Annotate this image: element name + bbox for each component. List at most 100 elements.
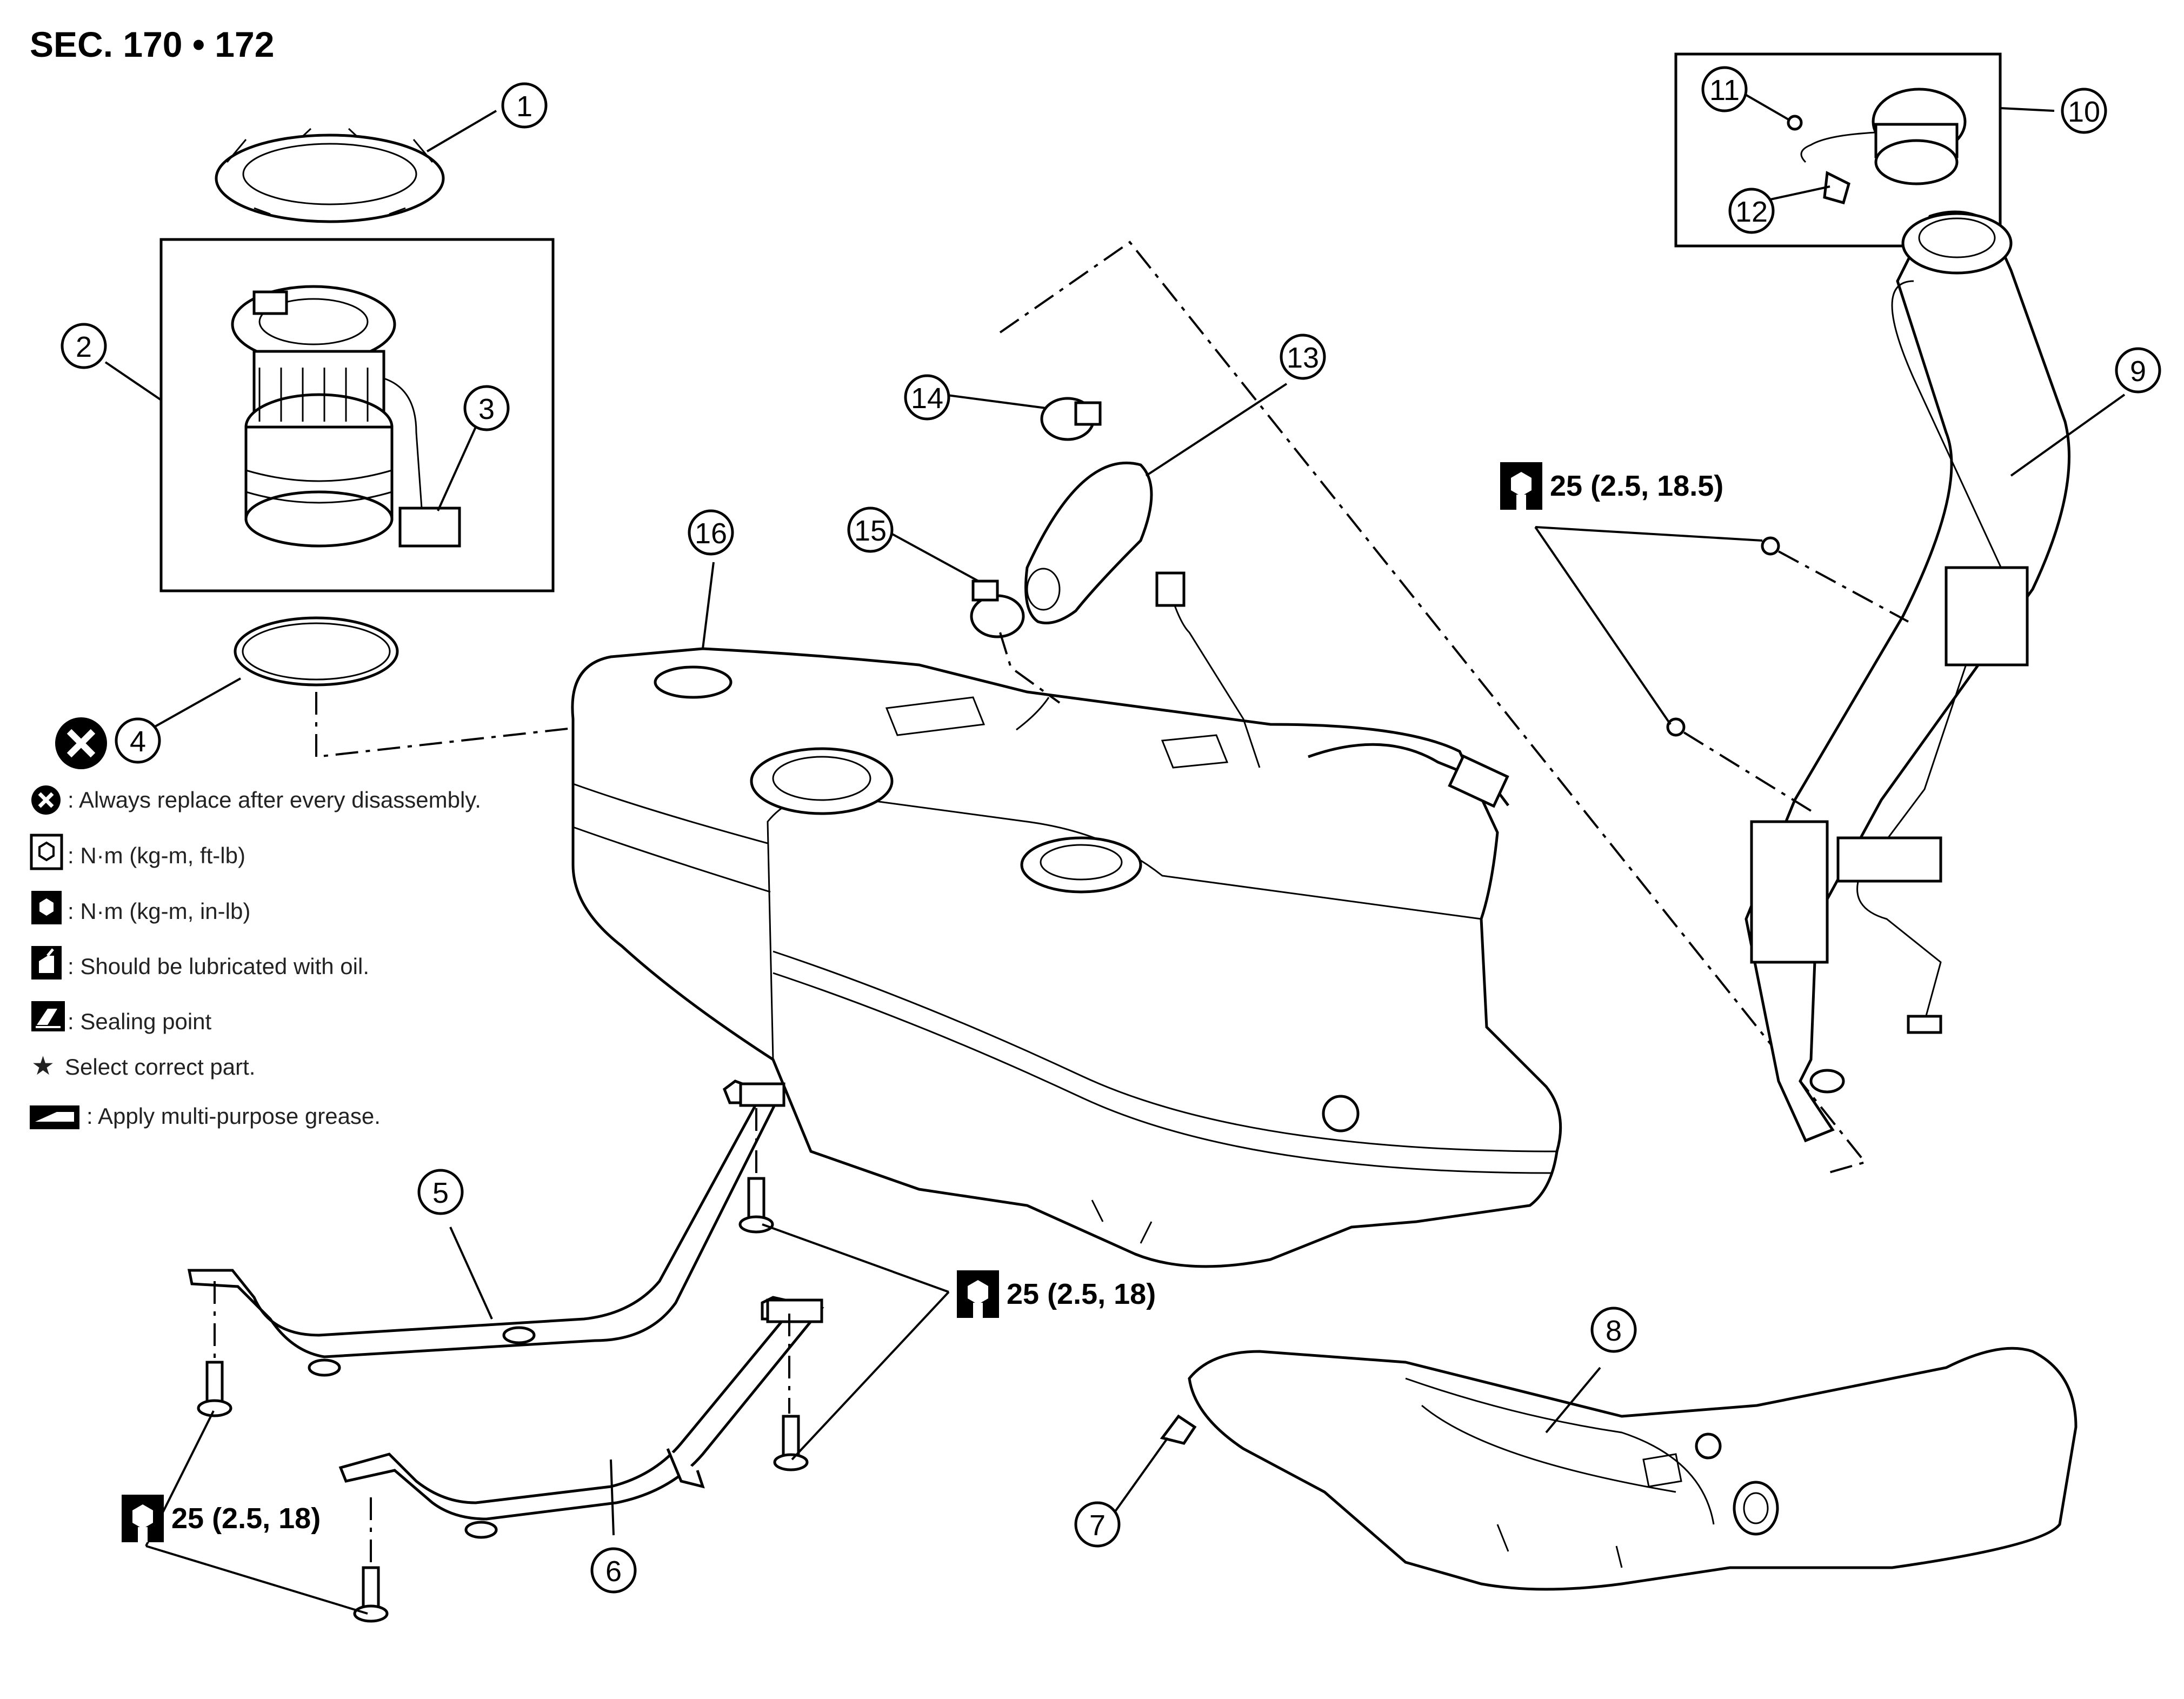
callout-number: 9 (2130, 355, 2146, 388)
torque-wrench-icon (122, 1495, 164, 1542)
heat-insulator-part (1160, 1347, 2078, 1591)
torque-spec-lower: 25 (2.5, 18) (122, 1495, 321, 1542)
callout-circle (1590, 1307, 1637, 1353)
fuel-tank-part (571, 571, 1562, 1268)
callout-circle (1701, 66, 1748, 112)
torque-wrench-icon (1500, 462, 1542, 510)
callout-13: 13 (1280, 334, 1326, 380)
legend-text: : N·m (kg-m, ft-lb) (68, 843, 245, 868)
callout-circle (1074, 1501, 1121, 1548)
callout-11: 11 (1701, 66, 1748, 112)
callout-number: 1 (516, 90, 532, 123)
callout-number: 16 (695, 517, 727, 550)
callout-number: 12 (1735, 196, 1768, 228)
legend-text: Select correct part. (65, 1054, 255, 1080)
torque-spec-text: 25 (2.5, 18) (1007, 1278, 1156, 1310)
callout-number: 2 (76, 331, 92, 363)
callout-9: 9 (2115, 347, 2161, 394)
legend-text: : Should be lubricated with oil. (68, 954, 369, 979)
filler-bolt-lower (1666, 717, 1686, 737)
callout-number: 5 (432, 1177, 449, 1209)
callout-circle (115, 717, 161, 764)
callout-circle (501, 82, 548, 129)
callout-circle (61, 323, 107, 369)
callout-number: 14 (911, 382, 943, 415)
filler-alignment-line (999, 241, 1867, 1174)
callout-circle (463, 385, 510, 431)
callout-number: 11 (1709, 74, 1740, 106)
callout-7: 7 (1074, 1501, 1121, 1548)
legend: : Always replace after every disassembly… (30, 785, 481, 1129)
torque-spec-upper: 25 (2.5, 18.5) (1500, 462, 1723, 510)
lock-ring-part (215, 128, 445, 223)
legend-item: : Always replace after every disassembly… (31, 785, 481, 815)
torque-spec-text: 25 (2.5, 18) (171, 1502, 321, 1535)
callout-16: 16 (688, 509, 734, 556)
legend-text: : Apply multi-purpose grease. (86, 1103, 381, 1129)
callout-5: 5 (417, 1169, 464, 1215)
legend-item: : Apply multi-purpose grease. (30, 1103, 381, 1129)
fuel-pump-module-part (231, 285, 461, 548)
callout-circle (1280, 334, 1326, 380)
callout-1: 1 (501, 82, 548, 129)
callout-number: 15 (854, 515, 887, 547)
sealing-point-icon (31, 1001, 65, 1031)
callout-circle (847, 507, 894, 553)
o-ring-part (234, 616, 399, 687)
callout-circle (904, 374, 950, 421)
torque-wrench-small-icon (31, 891, 62, 924)
filler-tube-part (1744, 210, 2070, 1143)
callout-number: 4 (130, 725, 146, 758)
callout-circle (1728, 188, 1775, 234)
legend-item: ★ Select correct part. (31, 1052, 255, 1081)
legend-text: : N·m (kg-m, in-lb) (68, 898, 250, 924)
callout-8: 8 (1590, 1307, 1637, 1353)
oil-can-icon (31, 946, 62, 980)
callout-number: 8 (1606, 1315, 1622, 1347)
hose-alignment-line (999, 632, 1061, 704)
torque-spec-middle: 25 (2.5, 18) (957, 1270, 1156, 1318)
callout-circle (2061, 88, 2107, 134)
legend-item: : N·m (kg-m, in-lb) (31, 891, 250, 924)
strap-bolt-lines (214, 1108, 790, 1565)
callout-4: 4 (115, 717, 161, 764)
tank-strap-rear-part (338, 1296, 824, 1539)
filler-bolt-lines (1683, 550, 1909, 812)
strap-bolts (197, 1177, 809, 1623)
callout-10: 10 (2061, 88, 2107, 134)
filler-cap-part (1787, 88, 1967, 205)
star-icon: ★ (31, 1052, 55, 1081)
torque-spec-text: 25 (2.5, 18.5) (1550, 470, 1723, 502)
callout-circle (417, 1169, 464, 1215)
section-title: SEC. 170 • 172 (30, 24, 274, 64)
torque-wrench-icon (30, 834, 63, 870)
callout-number: 10 (2068, 96, 2100, 128)
callout-number: 6 (605, 1555, 622, 1588)
leader-lines (104, 91, 2126, 1615)
fuel-pump-box (159, 238, 555, 592)
ventilation-hose-part (970, 397, 1153, 638)
callout-2: 2 (61, 323, 107, 369)
callout-number: 3 (478, 393, 495, 425)
legend-text: : Always replace after every disassembly… (68, 787, 481, 812)
callout-circle (590, 1547, 637, 1594)
callout-14: 14 (904, 374, 950, 421)
replace-x-icon (55, 717, 107, 769)
callout-number: 7 (1089, 1509, 1106, 1542)
callout-number: 13 (1287, 342, 1319, 374)
filler-bolt-upper (1761, 536, 1780, 556)
filler-cap-box (1674, 52, 2002, 248)
grease-icon (30, 1105, 79, 1129)
callout-3: 3 (463, 385, 510, 431)
callout-circle (688, 509, 734, 556)
callout-15: 15 (847, 507, 894, 553)
callout-6: 6 (590, 1547, 637, 1594)
torque-wrench-icon (957, 1270, 999, 1318)
legend-item: : Sealing point (31, 1001, 212, 1034)
legend-item: : N·m (kg-m, ft-lb) (30, 834, 245, 870)
legend-text: : Sealing point (68, 1009, 212, 1034)
callout-circle (2115, 347, 2161, 394)
callout-12: 12 (1728, 188, 1775, 234)
